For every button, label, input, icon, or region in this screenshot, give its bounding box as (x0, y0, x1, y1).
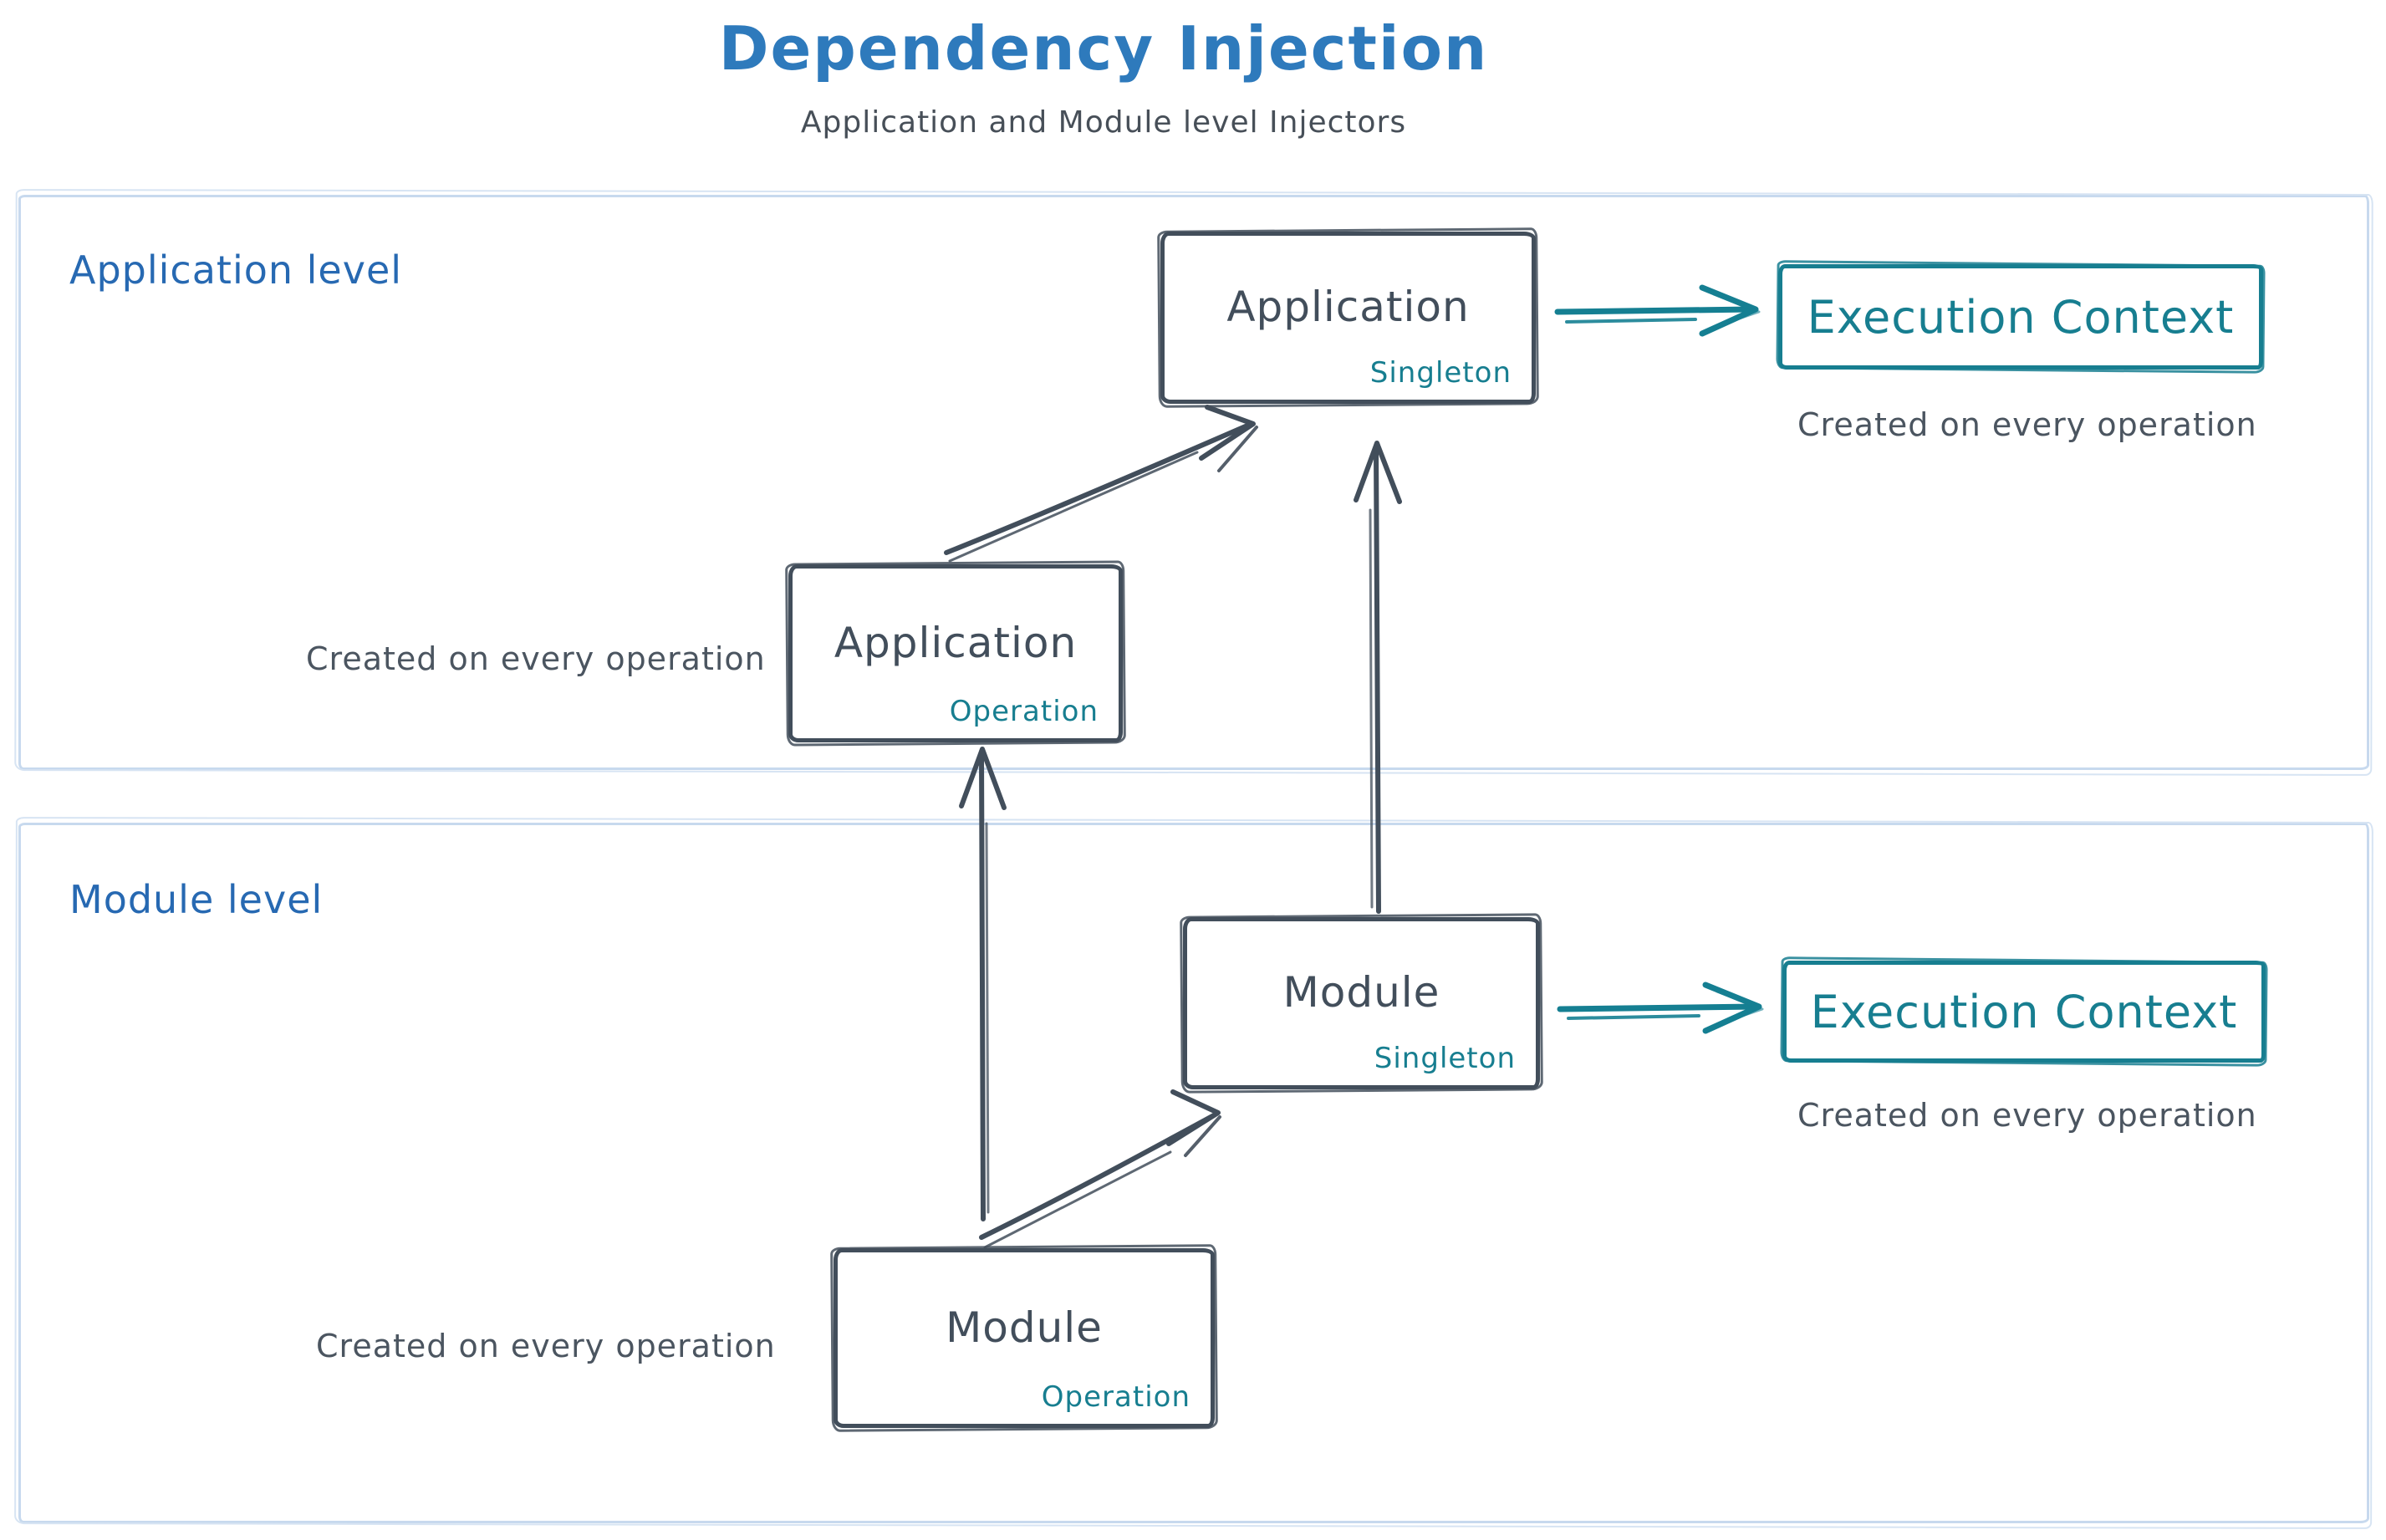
node-tag-operation: Operation (949, 695, 1099, 728)
page-subtitle: Application and Module level Injectors (800, 105, 1407, 140)
arrow-module-operation-to-module-singleton (979, 1089, 1221, 1249)
node-tag-singleton: Singleton (1374, 1042, 1516, 1075)
module-operation-note: Created on every operation (316, 1328, 776, 1364)
node-tag-singleton: Singleton (1369, 356, 1512, 390)
module-execution-context-node: Execution Context (1782, 961, 2266, 1063)
node-tag-operation: Operation (1041, 1380, 1190, 1414)
diagram-header: Dependency Injection Application and Mod… (0, 13, 2207, 140)
application-operation-note: Created on every operation (306, 640, 766, 677)
application-execution-note: Created on every operation (1797, 406, 2257, 443)
application-level-label: Application level (69, 247, 403, 293)
application-execution-context-node: Execution Context (1778, 264, 2263, 370)
arrow-module-singleton-to-execution-context (1557, 982, 1764, 1034)
arrow-app-operation-to-app-singleton (944, 405, 1258, 563)
node-title: Module (1282, 968, 1440, 1017)
execution-context-label: Execution Context (1810, 985, 2238, 1038)
node-title: Module (946, 1303, 1103, 1352)
application-singleton-node: Application Singleton (1160, 232, 1536, 404)
application-operation-node: Application Operation (788, 564, 1123, 742)
module-execution-note: Created on every operation (1797, 1097, 2257, 1134)
module-operation-node: Module Operation (834, 1248, 1215, 1428)
execution-context-label: Execution Context (1807, 290, 2235, 344)
module-singleton-node: Module Singleton (1183, 917, 1540, 1089)
arrow-app-singleton-to-execution-context (1554, 284, 1761, 337)
node-title: Application (1226, 283, 1470, 331)
arrow-module-singleton-to-app-singleton (1354, 441, 1402, 914)
arrow-module-operation-to-app-operation (959, 747, 1007, 1221)
node-title: Application (834, 618, 1078, 667)
page-title: Dependency Injection (718, 13, 1489, 84)
module-level-label: Module level (69, 877, 324, 922)
